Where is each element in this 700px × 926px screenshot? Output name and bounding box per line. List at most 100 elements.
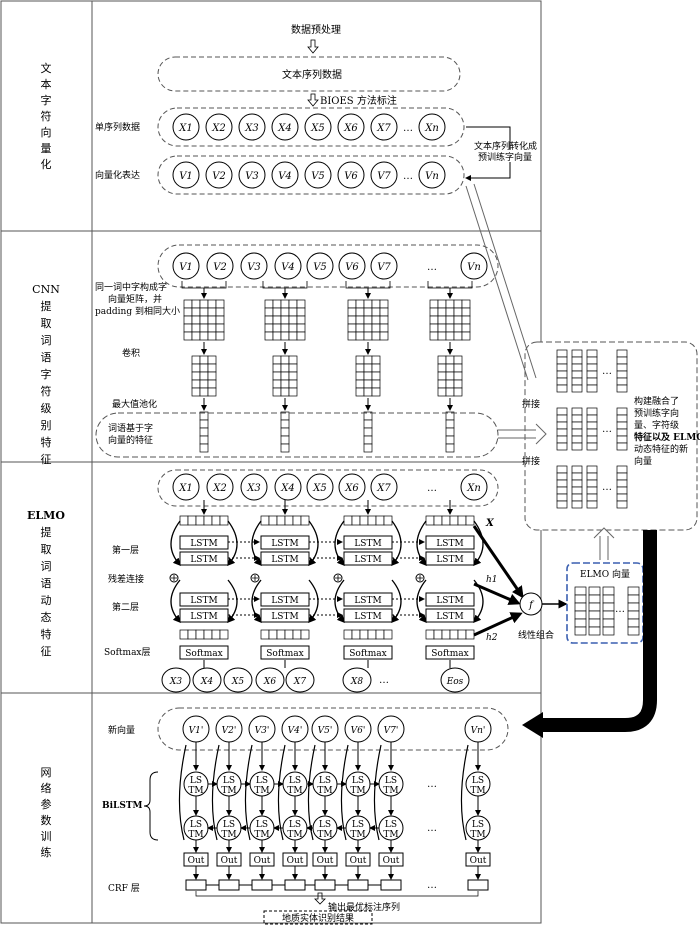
lstm-cell-label: TM [470, 830, 485, 840]
token-circle [238, 161, 266, 189]
embed-cell [179, 515, 189, 526]
output-token-label: Eos [446, 677, 464, 687]
grid-cell [191, 299, 201, 309]
lstm-label: LSTM [190, 612, 217, 622]
fusion-cell [616, 479, 628, 488]
token-circle [460, 252, 488, 280]
crf-label: CRF 层 [108, 883, 140, 894]
embed-cell [195, 629, 205, 640]
lstm-cell-label: LS [472, 820, 484, 830]
grid-cell [355, 331, 365, 341]
section-title-char: 训 [41, 830, 52, 843]
section-title-char: 提 [41, 300, 52, 313]
grid-cell [453, 379, 463, 389]
grid-cell [461, 323, 471, 333]
fusion-cell [586, 435, 598, 444]
grid-cell [264, 299, 274, 309]
section-title-char: 词 [41, 334, 52, 347]
token-label: V4 [278, 171, 292, 182]
fusion-cell [586, 500, 598, 509]
output-token-label: X7 [293, 677, 306, 687]
grid-cell [437, 379, 447, 389]
token-circle [274, 252, 302, 280]
lstm-cell-label: TM [254, 830, 269, 840]
token-label: X4 [277, 123, 291, 134]
lstm-cell-label: TM [221, 786, 236, 796]
softmax-box [425, 645, 475, 660]
output-label: 输出最优标注序列 [328, 901, 400, 913]
fusion-cell [556, 486, 568, 495]
lstm-label: LSTM [354, 612, 381, 622]
token-circle [240, 473, 268, 501]
fusion-cell [571, 407, 583, 416]
section-title-char: 量 [41, 142, 52, 155]
vector-cell [588, 586, 601, 596]
lstm-label: LSTM [354, 596, 381, 606]
grid-cell [280, 307, 290, 317]
lstm-cell-label: LS [352, 776, 364, 786]
lstm-cell-label: TM [383, 830, 398, 840]
grid-cell [445, 355, 455, 365]
grid-cell [280, 427, 290, 437]
arrow-down-icon [307, 93, 319, 107]
embed-cell [441, 629, 451, 640]
section-title-char: 征 [41, 645, 52, 658]
fusion-cell [616, 384, 628, 393]
section-title-char: 练 [41, 845, 52, 859]
loop-arrow [308, 579, 319, 623]
lstm-cell-label: TM [317, 830, 332, 840]
fusion-cell [571, 384, 583, 393]
grid-cell [453, 331, 463, 341]
ellipsis-text: … [379, 675, 389, 686]
result-label: 地质实体识别结果 [282, 912, 354, 924]
token-circle [240, 252, 268, 280]
fusion-cell [556, 442, 568, 451]
output-token-label: X8 [350, 677, 363, 687]
ellipsis-text: … [427, 880, 437, 891]
lstm-label: LSTM [436, 555, 463, 565]
vector-cell [627, 602, 640, 612]
vector-cell [588, 594, 601, 604]
grid-cell [215, 323, 225, 333]
grid-cell [437, 323, 447, 333]
lstm-label: LSTM [271, 539, 298, 549]
embed-cell [465, 629, 475, 640]
lstm-label: LSTM [354, 555, 381, 565]
feature-note-1: 词语基于字 [108, 422, 153, 434]
token-label: X4 [280, 483, 294, 494]
grid-cell [355, 363, 365, 373]
grid-cell [215, 331, 225, 341]
fusion-cell [586, 493, 598, 502]
token-label: Vn [467, 262, 481, 273]
grid-cell [371, 299, 381, 309]
token-label: X1 [178, 123, 192, 134]
linear-label: 线性组合 [518, 629, 554, 641]
token-label: V6' [351, 726, 366, 736]
token-label: V7 [377, 262, 391, 273]
section-title-char: 特 [41, 435, 52, 449]
fusion-cell [616, 472, 628, 481]
vector-cell [574, 610, 587, 620]
token-circle [205, 113, 233, 141]
fusion-cell [616, 370, 628, 379]
fusion-cell [556, 465, 568, 474]
grid-cell [191, 307, 201, 317]
grid-cell [199, 299, 209, 309]
vector-cell [627, 610, 640, 620]
out-label: Out [350, 856, 367, 866]
h1-label: h1 [486, 575, 498, 585]
embed-cell [300, 515, 310, 526]
ellipsis-text: … [602, 482, 612, 493]
grid-cell [437, 371, 447, 381]
fusion-cell [616, 377, 628, 386]
section-title-char: ELMO [27, 509, 65, 522]
bracket [195, 891, 479, 897]
loop-arrow [227, 579, 238, 623]
section-title-char: 语 [41, 351, 52, 364]
section-title-char: 级 [41, 402, 52, 415]
grid-cell [453, 323, 463, 333]
vector-cell [602, 618, 615, 628]
